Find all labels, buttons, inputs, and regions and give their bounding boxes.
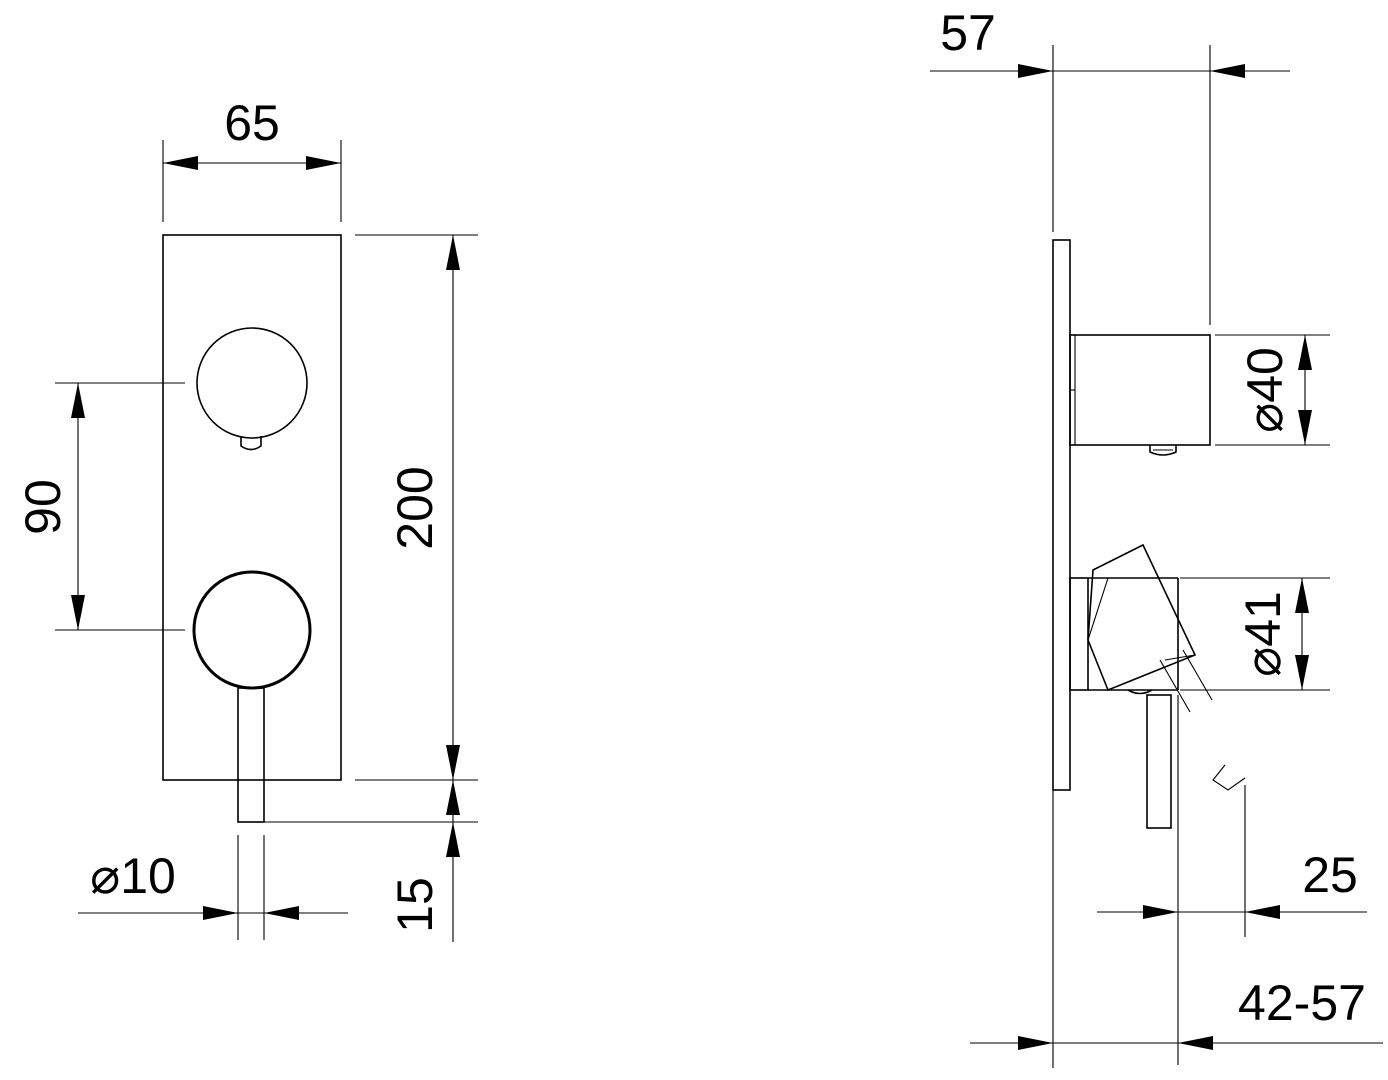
height-label: 200 — [387, 466, 443, 549]
spacing-label: 90 — [15, 479, 71, 535]
front-view: 65 200 90 ⌀10 — [15, 95, 478, 942]
side-lever-handle — [1146, 694, 1172, 829]
side-plate — [1052, 239, 1071, 791]
front-plate — [162, 234, 342, 781]
lever-diameter-label: ⌀10 — [90, 848, 176, 904]
depth-label: 57 — [940, 5, 996, 61]
upper-knob-circle — [196, 327, 308, 439]
lower-knob-circle — [192, 570, 312, 690]
side-upper-knob-indicator — [1149, 445, 1177, 456]
side-upper-knob — [1069, 334, 1211, 456]
dimension-adjust-range: 42-57 — [970, 790, 1383, 1068]
side-upper-knob-body — [1069, 334, 1211, 446]
dimension-lever-overhang: 15 — [264, 780, 478, 942]
dimension-width: 65 — [162, 95, 342, 222]
dimension-height: 200 — [355, 234, 478, 781]
dimension-upper-diameter: ⌀40 — [1215, 334, 1330, 446]
lever-overhang-label: 15 — [387, 877, 443, 933]
side-lower-knob-rotated — [1087, 543, 1197, 692]
upper-diameter-label: ⌀40 — [1237, 347, 1293, 433]
lower-knob — [192, 570, 312, 690]
dimension-depth: 57 — [930, 5, 1290, 325]
dimension-spacing: 90 — [15, 382, 185, 631]
dimension-lever-diameter: ⌀10 — [78, 835, 348, 940]
angle-mark — [1212, 764, 1246, 791]
side-view: 57 ⌀40 ⌀41 25 — [930, 5, 1383, 1068]
width-label: 65 — [224, 95, 280, 151]
upper-knob-indicator — [240, 436, 262, 451]
upper-knob — [196, 327, 308, 451]
side-lower-knob — [1069, 543, 1213, 713]
lower-diameter-label: ⌀41 — [1235, 591, 1291, 677]
side-lower-knob-base — [1069, 577, 1089, 691]
adjust-range-label: 42-57 — [1238, 975, 1366, 1031]
front-lever-handle — [237, 687, 265, 823]
lever-depth-label: 25 — [1302, 847, 1358, 903]
dimension-lower-diameter: ⌀41 — [1180, 577, 1330, 691]
dimension-lever-depth: 25 — [1097, 695, 1367, 1065]
